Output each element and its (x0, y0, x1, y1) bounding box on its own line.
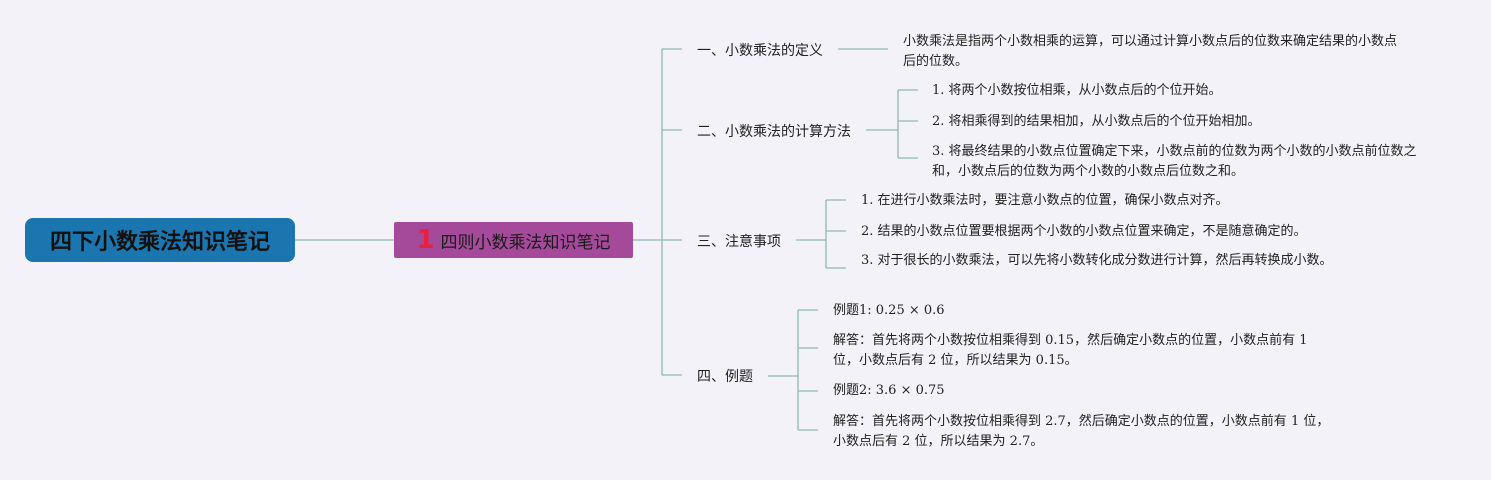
example-2-answer: 解答：首先将两个小数按位相乘得到 2.7，然后确定小数点的位置，小数点前有 1 … (833, 414, 1330, 449)
section-examples[interactable]: 四、例题 (697, 366, 753, 386)
method-step-1: 1. 将两个小数按位相乘，从小数点后的个位开始。 (932, 83, 1222, 98)
section-label: 一、小数乘法的定义 (697, 43, 823, 59)
section-definition-text: 小数乘法是指两个小数相乘的运算，可以通过计算小数点后的位数来确定结果的小数点后的… (903, 34, 1398, 69)
example-1-answer: 解答：首先将两个小数按位相乘得到 0.15，然后确定小数点的位置，小数点前有 1… (833, 333, 1308, 368)
root-title: 四下小数乘法知识笔记 (49, 230, 270, 255)
section-label: 四、例题 (697, 369, 753, 385)
section-label: 三、注意事项 (697, 234, 781, 250)
section-method[interactable]: 二、小数乘法的计算方法 (697, 121, 851, 141)
example-2: 例题2: 3.6 × 0.75 (833, 383, 945, 398)
section-label: 二、小数乘法的计算方法 (697, 124, 851, 140)
root-node[interactable]: 四下小数乘法知识笔记 (25, 218, 295, 262)
method-step-3: 3. 将最终结果的小数点位置确定下来，小数点前的位数为两个小数的小数点前位数之和… (932, 144, 1417, 179)
topic-number: 1 (416, 225, 435, 255)
example-1: 例题1: 0.25 × 0.6 (833, 303, 945, 318)
section-definition[interactable]: 一、小数乘法的定义 (697, 40, 823, 60)
note-2: 2. 结果的小数点位置要根据两个小数的小数点位置来确定，不是随意确定的。 (861, 224, 1307, 239)
note-1: 1. 在进行小数乘法时，要注意小数点的位置，确保小数点对齐。 (861, 193, 1229, 208)
topic-label: 四则小数乘法知识笔记 (440, 232, 611, 253)
note-3: 3. 对于很长的小数乘法，可以先将小数转化成分数进行计算，然后再转换成小数。 (861, 253, 1333, 268)
method-step-2: 2. 将相乘得到的结果相加，从小数点后的个位开始相加。 (932, 114, 1261, 129)
section-notes[interactable]: 三、注意事项 (697, 231, 781, 251)
topic-node[interactable]: 1 四则小数乘法知识笔记 (394, 222, 633, 258)
